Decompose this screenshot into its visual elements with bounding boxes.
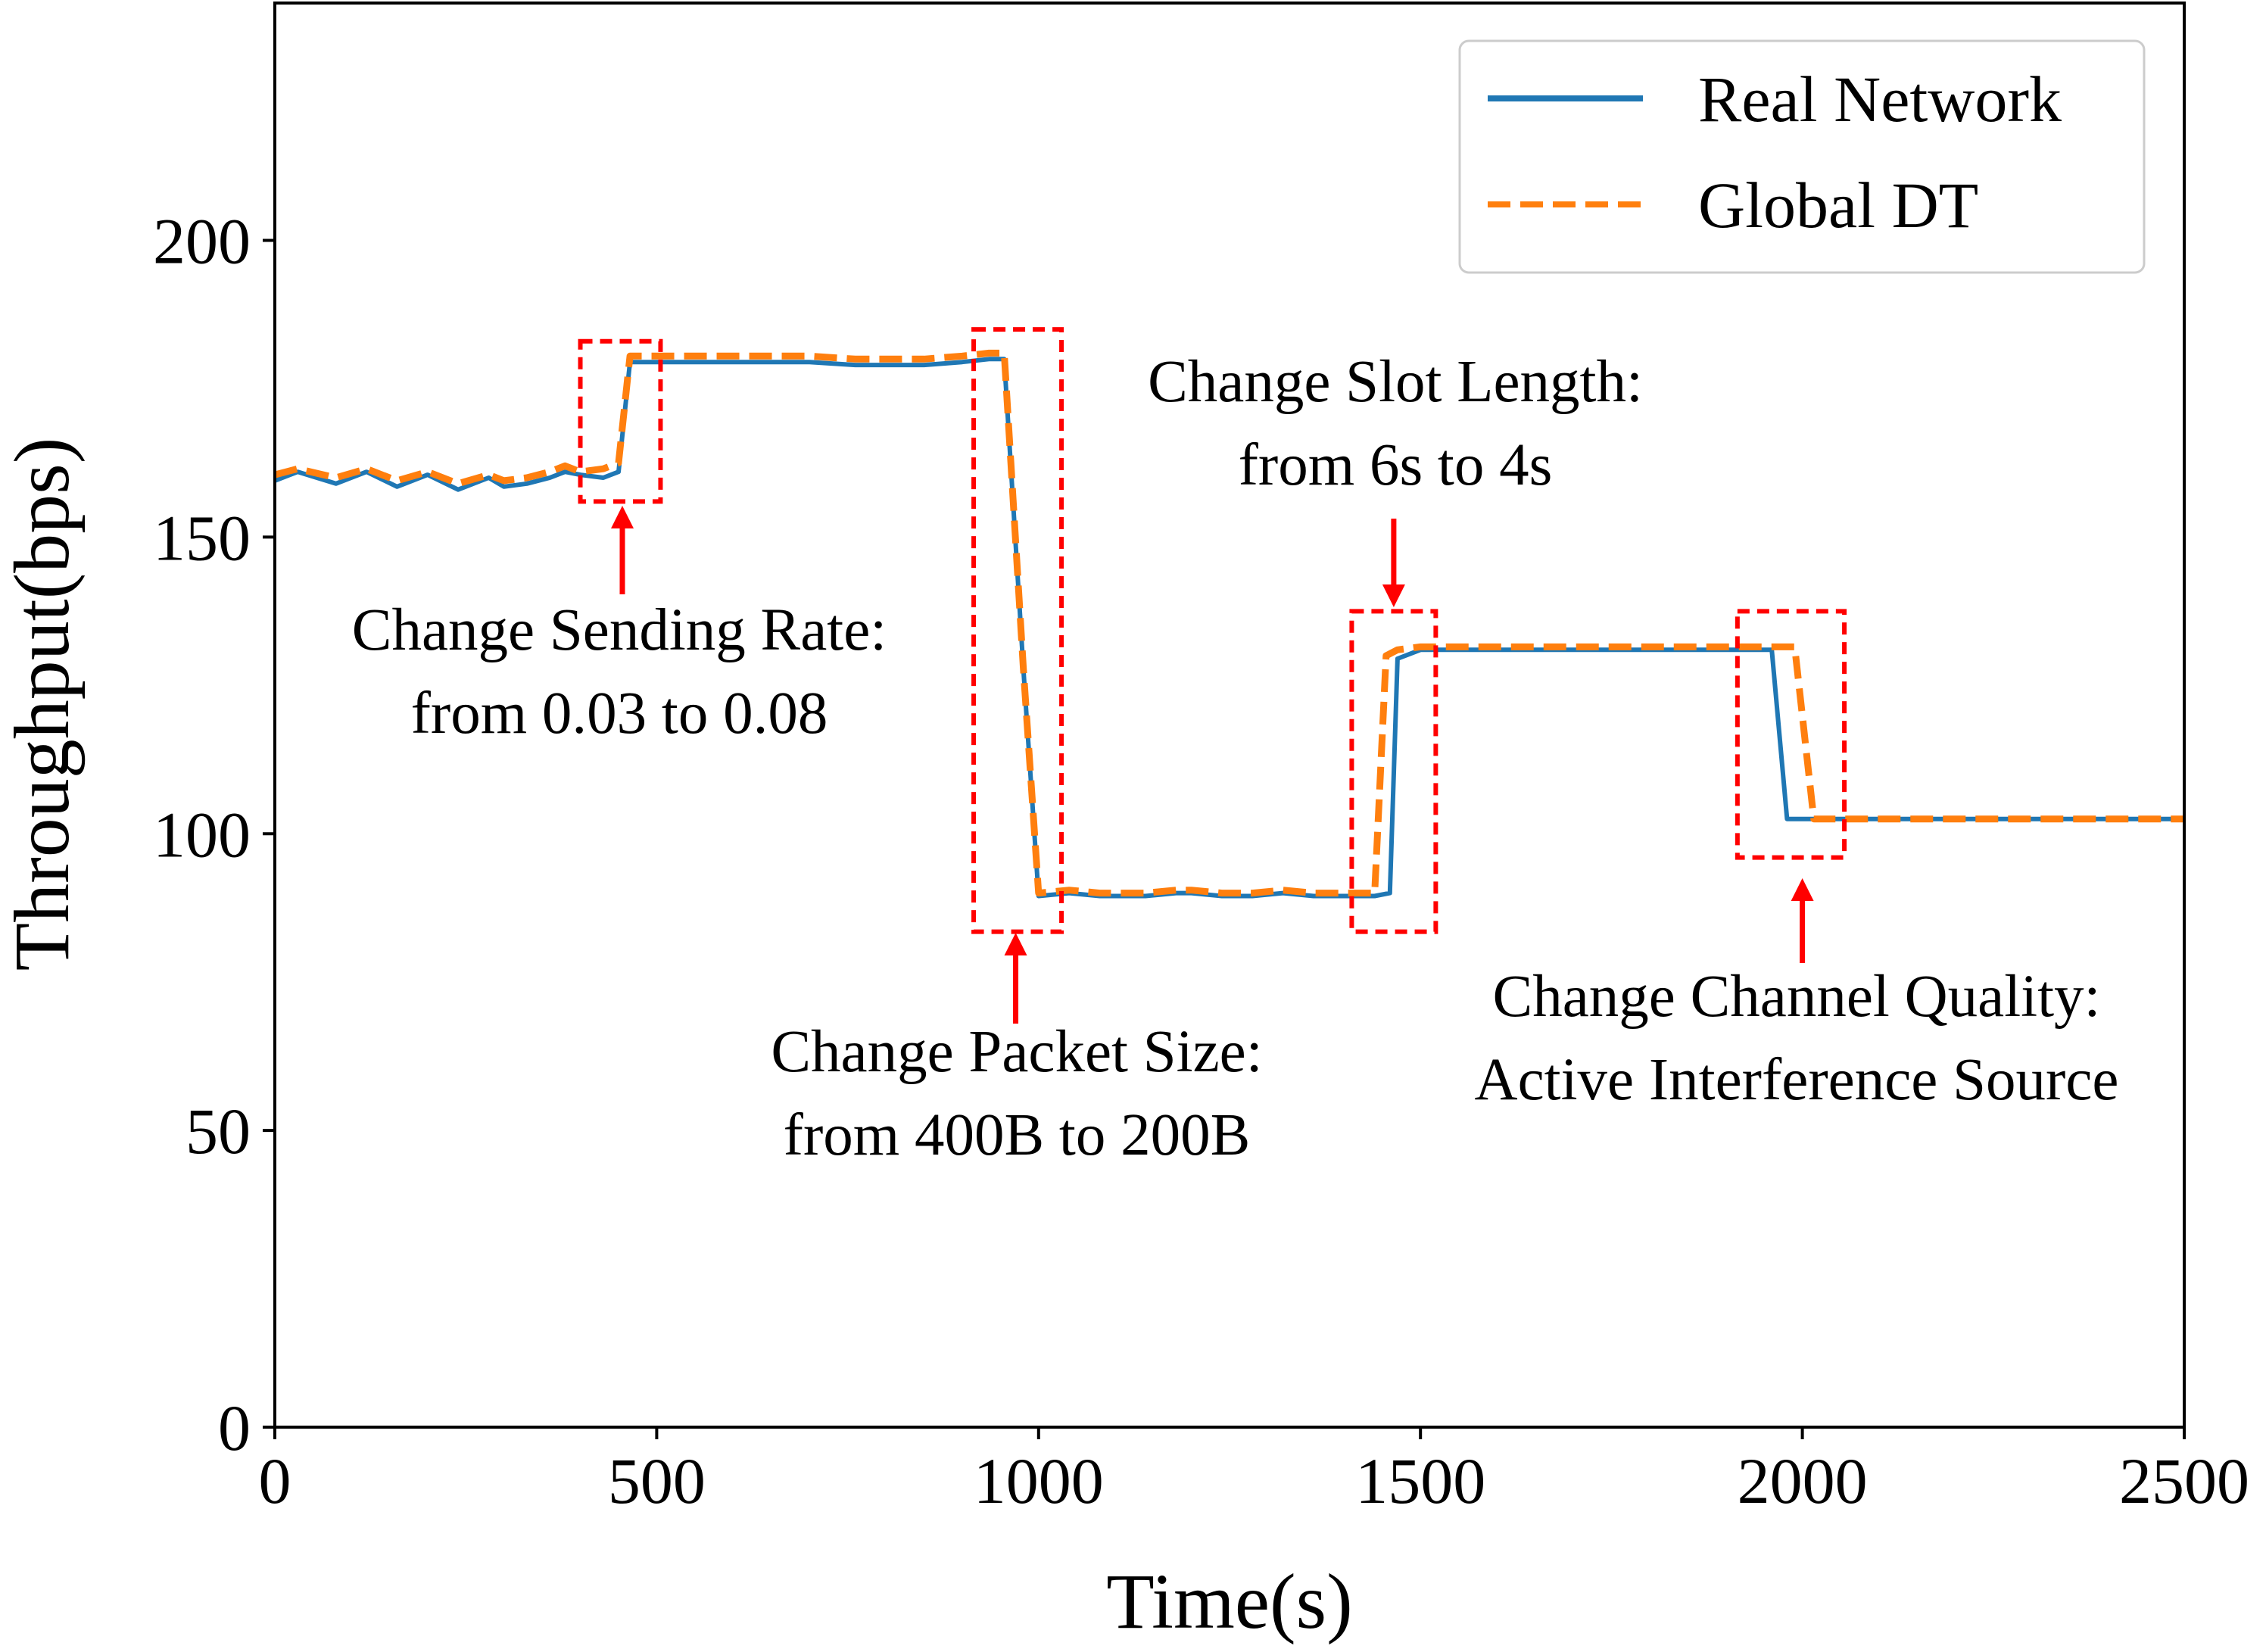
annotation-text: from 400B to 200B <box>784 1102 1251 1168</box>
y-tick-label: 50 <box>185 1095 251 1167</box>
x-tick-label: 1000 <box>974 1445 1104 1517</box>
legend-label-global-dt: Global DT <box>1698 169 1978 242</box>
y-axis-title: Throughput(bps) <box>0 438 86 971</box>
annotation-box <box>1349 609 1438 934</box>
annotation-text: Change Slot Length: <box>1148 349 1643 415</box>
x-tick-label: 0 <box>259 1445 291 1517</box>
x-tick-label: 2500 <box>2119 1445 2249 1517</box>
annotation-box <box>971 327 1064 934</box>
annotation-arrowhead <box>1382 584 1405 607</box>
x-axis-title: Time(s) <box>1106 1558 1353 1645</box>
y-tick-label: 0 <box>218 1392 251 1464</box>
x-tick-label: 1500 <box>1355 1445 1485 1517</box>
plot-frame <box>273 2 2186 1429</box>
annotation-box <box>578 338 663 504</box>
annotation-text: Change Sending Rate: <box>352 597 887 663</box>
legend-label-real-network: Real Network <box>1698 63 2062 136</box>
annotations: Change Sending Rate:from 0.03 to 0.08Cha… <box>352 327 2119 1168</box>
x-tick-label: 2000 <box>1738 1445 1868 1517</box>
series-line-global-dt <box>273 349 2184 897</box>
x-tick-label: 500 <box>608 1445 706 1517</box>
y-tick-label: 200 <box>153 205 251 278</box>
y-tick-label: 100 <box>153 798 251 871</box>
annotation-arrowhead <box>1791 878 1814 901</box>
annotation-text: Change Packet Size: <box>771 1019 1262 1085</box>
annotation-arrowhead <box>1004 933 1027 955</box>
annotation-text: Active Interference Source <box>1475 1047 2119 1113</box>
annotation-text: from 6s to 4s <box>1239 432 1553 498</box>
annotation-arrowhead <box>611 506 634 528</box>
annotation-text: from 0.03 to 0.08 <box>411 681 828 747</box>
axes: 0 500 1000 1500 2000 2500 0 50 100 150 200 <box>153 2 2249 1517</box>
y-tick-label: 150 <box>153 501 251 574</box>
legend: Real Network Global DT <box>1458 39 2146 274</box>
annotation-text: Change Channel Quality: <box>1493 964 2101 1030</box>
